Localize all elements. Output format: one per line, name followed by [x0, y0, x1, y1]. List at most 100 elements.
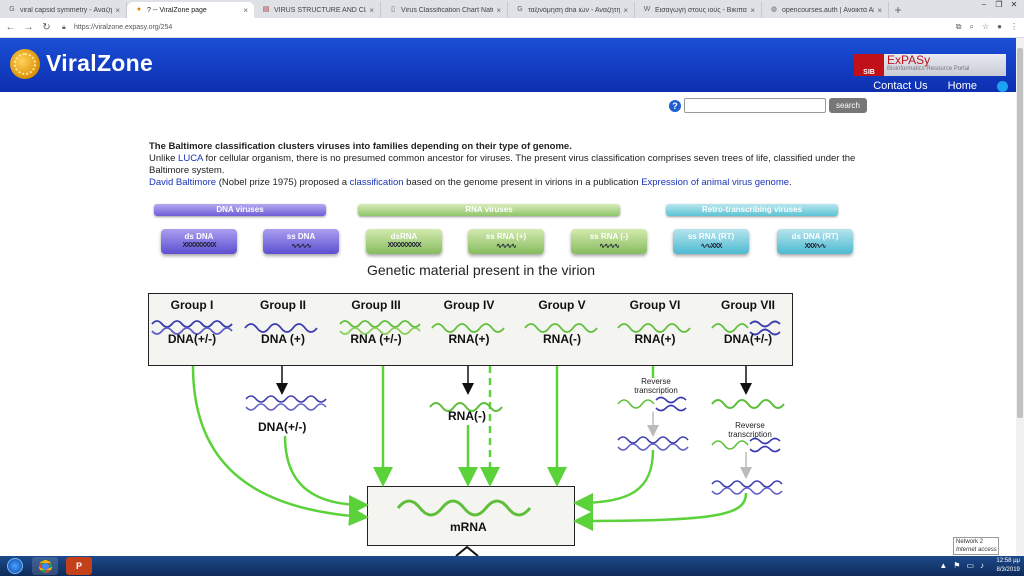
back-icon[interactable]: ← — [5, 22, 16, 33]
close-window-icon[interactable]: ✕ — [1010, 0, 1018, 9]
reverse-transcription-label-6: Reverse transcription — [634, 377, 678, 395]
scrollbar-thumb[interactable] — [1017, 48, 1023, 418]
ss-rna-rt-button[interactable]: ss RNA (RT)∿∿XXX — [673, 229, 749, 254]
group-waves — [151, 320, 781, 336]
show-hidden-icon[interactable]: ▲ — [939, 561, 948, 570]
translate-icon[interactable]: ⧉ — [955, 22, 962, 31]
virus-logo-icon[interactable] — [10, 49, 40, 79]
site-header: ViralZone SIB ExPASy Bioinformatics Reso… — [0, 38, 1016, 92]
start-button[interactable] — [4, 556, 26, 576]
retro-transcribing-bar[interactable]: Retro-transcribing viruses — [666, 204, 838, 216]
window-controls: – ❐ ✕ — [978, 0, 1020, 10]
twitter-icon[interactable] — [997, 80, 1008, 92]
arrow-group1 — [191, 365, 369, 526]
close-icon[interactable]: × — [750, 5, 755, 15]
chrome-icon — [38, 559, 52, 573]
site-logo[interactable]: ViralZone — [46, 50, 154, 76]
ssrna-rt-icon: ∿∿XXX — [700, 243, 723, 250]
menu-icon[interactable]: ⋮ — [1010, 22, 1018, 31]
google-icon: G — [517, 6, 523, 13]
group6-dsdna-icon — [617, 436, 689, 451]
star-icon[interactable]: ☆ — [981, 22, 990, 31]
tab-classification-chart[interactable]: ▯Virus Classification Chart Nature× — [381, 2, 508, 18]
close-icon[interactable]: × — [877, 5, 882, 15]
globe-icon: ◍ — [770, 6, 778, 13]
ss-dna-button[interactable]: ss DNA∿∿∿∿ — [263, 229, 339, 254]
expasy-subtitle: Bioinformatics Resource Portal — [887, 66, 970, 72]
sib-logo: SIB — [854, 54, 884, 76]
dsdna-helix-icon: XXXXXXXXX — [182, 242, 216, 249]
network-tooltip: Network 2 Internet access — [953, 537, 999, 555]
group6-rt-helix-icon — [617, 396, 687, 412]
diagram-title: Genetic material present in the virion — [367, 262, 595, 278]
tab-virus-structure[interactable]: ▤VIRUS STRUCTURE AND CLASSIF× — [254, 2, 381, 18]
taskbar-powerpoint[interactable]: P — [66, 557, 92, 575]
tab-opencourses[interactable]: ◍opencourses.auth | Ανοικτά Ακα× — [762, 2, 889, 18]
wikipedia-icon: W — [643, 6, 651, 13]
david-baltimore-link[interactable]: David Baltimore — [149, 177, 217, 188]
intermediate-dsdna-icon — [245, 395, 327, 411]
contact-us-link[interactable]: Contact Us — [873, 80, 928, 92]
taskbar-chrome[interactable] — [32, 557, 58, 575]
forward-icon[interactable]: → — [23, 22, 34, 33]
arrow-mrna-down — [455, 545, 479, 556]
publication-link[interactable]: Expression of animal virus genome — [641, 177, 790, 188]
powerpoint-icon: P — [75, 561, 82, 571]
flag-icon[interactable]: ⚑ — [953, 561, 961, 570]
dna-viruses-bar[interactable]: DNA viruses — [154, 204, 326, 216]
search-input[interactable] — [684, 98, 826, 113]
arrow-group6 — [573, 449, 655, 513]
ds-dna-rt-button[interactable]: ds DNA (RT)XXX∿∿ — [777, 229, 853, 254]
tab-viralzone[interactable]: ●? -- ViralZone page× — [127, 2, 254, 18]
volume-icon[interactable]: ♪ — [980, 561, 984, 570]
dsdna-rt-icon: XXX∿∿ — [804, 243, 827, 250]
home-link[interactable]: Home — [947, 80, 977, 92]
taskbar: P ▲ ⚑ ▭ ♪ 12:58 μμ 8/3/2019 — [0, 556, 1024, 576]
mrna-wave-icon — [396, 499, 532, 517]
network-icon[interactable]: ▭ — [966, 561, 974, 570]
clock[interactable]: 12:58 μμ 8/3/2019 — [996, 558, 1020, 573]
top-nav: Contact Us Home — [873, 80, 1008, 92]
reload-icon[interactable]: ↻ — [42, 22, 51, 33]
minimize-icon[interactable]: – — [981, 0, 987, 9]
close-icon[interactable]: × — [623, 5, 628, 15]
url-field[interactable]: https://viralzone.expasy.org/254 — [74, 24, 173, 31]
expasy-title: ExPASy — [887, 53, 931, 67]
close-icon[interactable]: × — [496, 5, 501, 15]
luca-link[interactable]: LUCA — [178, 153, 203, 164]
close-icon[interactable]: × — [115, 5, 120, 15]
intro-text: The Baltimore classification clusters vi… — [149, 141, 856, 188]
intro-heading: The Baltimore classification clusters vi… — [149, 141, 572, 152]
zoom-icon[interactable]: ⌕ — [969, 22, 974, 31]
help-icon[interactable]: ? — [669, 100, 681, 112]
ss-rna-minus-button[interactable]: ss RNA (-)∿∿∿∿ — [571, 229, 647, 254]
address-bar: ← → ↻ 🔒︎ https://viralzone.expasy.org/25… — [0, 18, 1024, 38]
search-button[interactable]: search — [829, 98, 867, 113]
new-tab-button[interactable]: + — [894, 3, 902, 17]
account-icon[interactable]: ● — [997, 22, 1002, 31]
expasy-logo[interactable]: SIB ExPASy Bioinformatics Resource Porta… — [854, 54, 1006, 76]
system-tray: ▲ ⚑ ▭ ♪ — [939, 561, 984, 570]
rna-viruses-bar[interactable]: RNA viruses — [358, 204, 620, 216]
classification-link[interactable]: classification — [349, 177, 404, 188]
group7-rt-helix-icon — [711, 437, 781, 453]
ssrna-wave-icon: ∿∿∿∿ — [496, 243, 516, 250]
close-icon[interactable]: × — [243, 5, 248, 15]
close-icon[interactable]: × — [369, 5, 374, 15]
windows-icon — [7, 558, 23, 574]
ss-rna-plus-button[interactable]: ss RNA (+)∿∿∿∿ — [468, 229, 544, 254]
lock-icon[interactable]: 🔒︎ — [62, 23, 66, 31]
restore-icon[interactable]: ❐ — [995, 0, 1003, 9]
